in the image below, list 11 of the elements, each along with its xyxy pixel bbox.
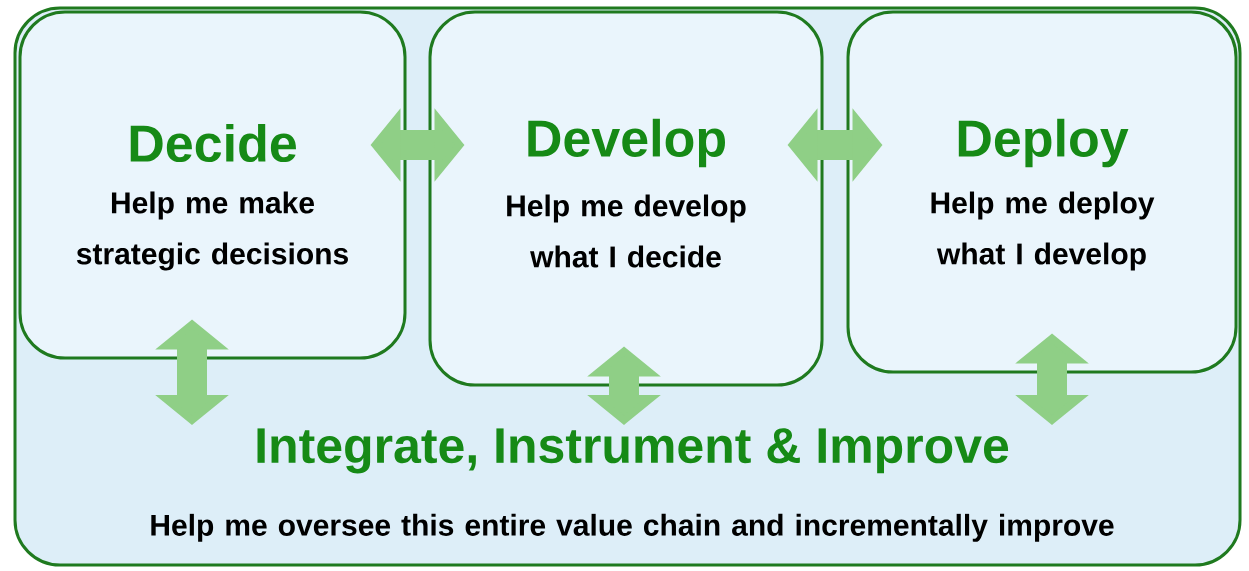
description: Help me oversee this entire value chain and incrementally improve <box>151 513 1114 542</box>
heading: Integrate, Instrument & Improve <box>257 428 1009 474</box>
heading: Develop <box>528 118 725 168</box>
description: Help me make strategic decisions <box>76 191 348 271</box>
process-box <box>428 10 824 387</box>
process-box <box>18 10 407 360</box>
heading: Deploy <box>958 118 1129 168</box>
process-box <box>846 10 1238 374</box>
description: Help me develop what I decide <box>507 194 746 268</box>
description: Help me deploy what I develop <box>931 191 1155 271</box>
heading: Decide <box>130 123 296 163</box>
